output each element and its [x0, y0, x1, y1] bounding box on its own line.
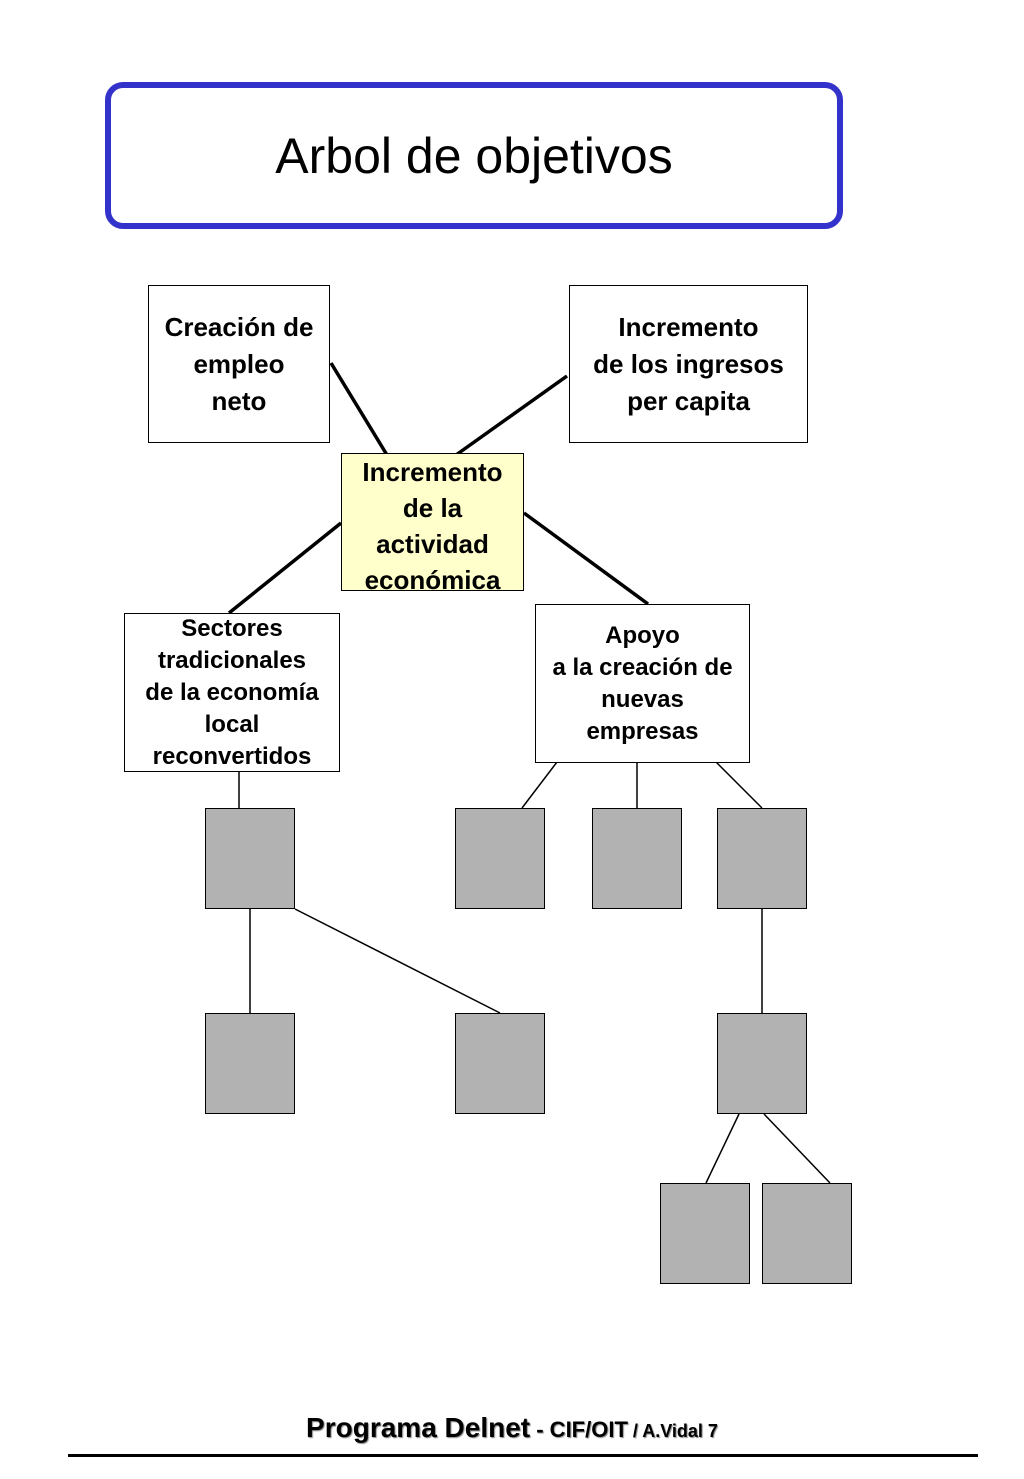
leaf-box-3 — [592, 808, 682, 909]
connector-empleo-actividad — [329, 362, 389, 456]
leaf-box-5 — [205, 1013, 295, 1114]
connector-ingresos-actividad — [454, 374, 569, 457]
leaf-box-9 — [762, 1183, 852, 1284]
footer-author: / A.Vidal 7 — [627, 1421, 718, 1441]
title-box: Arbol de objetivos — [105, 82, 843, 229]
node-creacion-empleo: Creación de empleo neto — [148, 285, 330, 443]
footer-divider — [68, 1454, 978, 1457]
connector-actividad-sectores — [227, 521, 343, 615]
footer-org: - CIF/OIT — [530, 1417, 628, 1442]
connector-leaf7-leaf9 — [763, 1113, 831, 1184]
leaf-box-6 — [455, 1013, 545, 1114]
connector-leaf1-leaf6 — [294, 908, 501, 1014]
footer-credit: Programa Delnet - CIF/OIT / A.Vidal 7 — [0, 1412, 1024, 1444]
connector-apoyo-leaf4 — [715, 761, 763, 809]
leaf-box-4 — [717, 808, 807, 909]
node-sectores-tradicionales: Sectores tradicionales de la economía lo… — [124, 613, 340, 772]
node-apoyo-nuevas-empresas: Apoyo a la creación de nuevas empresas — [535, 604, 750, 763]
footer-program: Programa Delnet — [306, 1412, 531, 1443]
leaf-box-7 — [717, 1013, 807, 1114]
connector-leaf7-leaf8 — [705, 1113, 740, 1184]
connector-actividad-apoyo — [522, 511, 650, 606]
connector-apoyo-leaf2 — [521, 761, 558, 809]
leaf-box-1 — [205, 808, 295, 909]
page-title: Arbol de objetivos — [275, 127, 673, 184]
leaf-box-8 — [660, 1183, 750, 1284]
node-incremento-actividad: Incremento de la actividad económica — [341, 453, 524, 591]
leaf-box-2 — [455, 808, 545, 909]
node-incremento-ingresos: Incremento de los ingresos per capita — [569, 285, 808, 443]
